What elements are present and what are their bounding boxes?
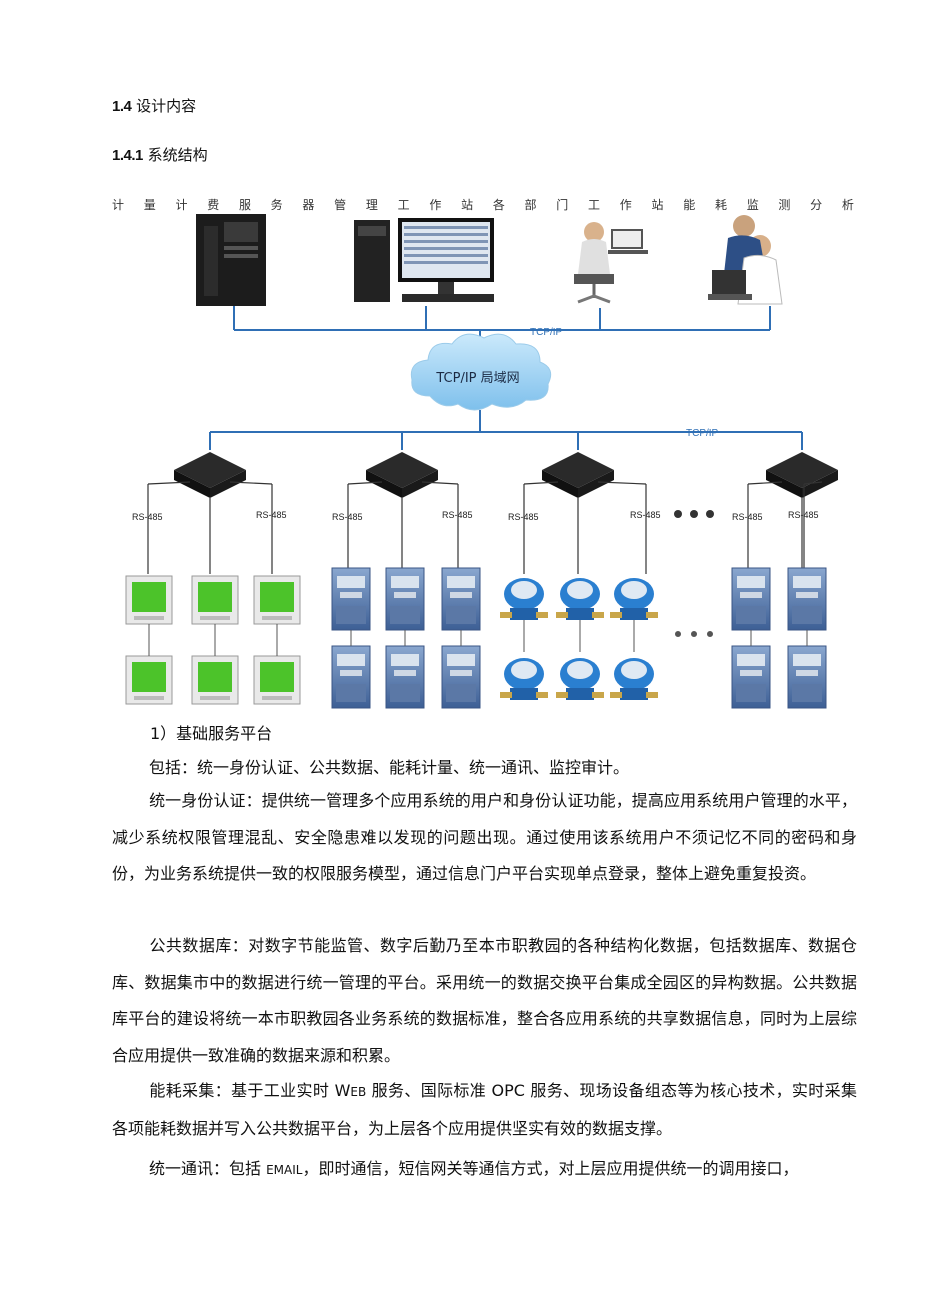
more-dots-bottom	[675, 631, 713, 637]
top-label-char: 能	[683, 198, 696, 212]
server-icon	[196, 214, 266, 306]
tcpip-bottom-bus	[209, 410, 803, 450]
rs485-wires	[147, 481, 273, 574]
rs485-label: RS-485	[442, 510, 473, 520]
water-meter	[500, 658, 548, 700]
electric-meter	[441, 567, 481, 631]
gateway-device	[766, 452, 838, 498]
lcd-power-meter	[191, 655, 239, 705]
lcd-power-meter	[253, 575, 301, 625]
top-label-char: 管	[334, 198, 347, 212]
top-label-char: 作	[429, 198, 442, 212]
electric-meter	[385, 567, 425, 631]
top-label-char: 计	[112, 198, 125, 212]
top-label-char: 分	[810, 198, 823, 212]
top-label-char: 耗	[714, 198, 727, 212]
section-heading: 1.4 设计内容	[112, 95, 196, 116]
top-label-char: 器	[302, 198, 315, 212]
water-meter	[610, 578, 658, 620]
tcpip-top-label: TCP/IP	[530, 327, 563, 338]
meter-links	[148, 620, 808, 656]
water-meter	[556, 578, 604, 620]
lan-cloud: TCP/IP 局域网	[410, 333, 552, 411]
water-meter	[556, 658, 604, 700]
top-label-char: 费	[207, 198, 220, 212]
electric-meter	[385, 645, 425, 709]
top-label-char: 站	[461, 198, 474, 212]
more-dots-top	[674, 510, 714, 518]
electric-meter	[731, 645, 771, 709]
electric-meter	[331, 645, 371, 709]
top-label-char: 务	[270, 198, 283, 212]
lan-cloud-label: TCP/IP 局域网	[435, 371, 519, 386]
electric-meter	[441, 645, 481, 709]
water-meter	[610, 658, 658, 700]
paragraph-identity-auth: 统一身份认证：提供统一管理多个应用系统的用户和身份认证功能，提高应用系统用户管理…	[112, 791, 857, 883]
electric-meter	[731, 567, 771, 631]
rs485-label: RS-485	[630, 510, 661, 520]
lcd-power-meter	[191, 575, 239, 625]
paragraph-public-database: 公共数据库：对数字节能监管、数字后勤乃至本市职教园的各种结构化数据，包括数据库、…	[112, 936, 857, 1065]
electric-meter	[331, 567, 371, 631]
tcpip-bottom-label: TCP/IP	[686, 428, 719, 439]
subsection-title: 系统结构	[147, 146, 208, 164]
energy-analyst-icon	[708, 215, 783, 305]
top-label-char: 工	[397, 198, 410, 212]
electric-meter	[787, 567, 827, 631]
top-label-char: 计	[175, 198, 188, 212]
rs485-label: RS-485	[256, 510, 287, 520]
gateway-device	[174, 452, 246, 498]
top-label-char: 理	[365, 198, 378, 212]
department-worker-icon	[574, 222, 648, 304]
water-meter	[500, 578, 548, 620]
lcd-power-meter	[125, 655, 173, 705]
rs485-label: RS-485	[332, 512, 363, 522]
system-architecture-diagram: TCP/IP TCP/IP 局域网 TCP/IP RS-485 RS-485 RS-…	[125, 214, 838, 709]
paragraph-includes: 包括：统一身份认证、公共数据、能耗计量、统一通讯、监控审计。	[149, 758, 630, 777]
section-title: 设计内容	[136, 97, 197, 115]
rs485-wires	[747, 481, 823, 574]
top-label-char: 服	[238, 198, 251, 212]
top-label-char: 部	[524, 198, 537, 212]
subheading-basic-platform: 1）基础服务平台	[150, 724, 273, 743]
subsection-number: 1.4.1	[112, 147, 143, 164]
subsection-heading: 1.4.1 系统结构	[112, 144, 208, 165]
top-label-char: 析	[841, 198, 854, 212]
top-label-char: 量	[143, 198, 156, 212]
top-label-char: 监	[746, 198, 759, 212]
section-number: 1.4	[112, 98, 132, 115]
electric-meter	[787, 645, 827, 709]
top-label-char: 各	[492, 198, 505, 212]
top-label-char: 门	[556, 198, 569, 212]
lcd-power-meter	[253, 655, 301, 705]
top-label-char: 测	[778, 198, 791, 212]
paragraph-energy-collection: 能耗采集：基于工业实时 WEB 服务、国际标准 OPC 服务、现场设备组态等为核…	[112, 1081, 857, 1138]
paragraph-unified-communication: 统一通讯：包括 EMAIL，即时通信，短信网关等通信方式，对上层应用提供统一的调…	[149, 1159, 799, 1178]
rs485-label: RS-485	[508, 512, 539, 522]
rs485-wires	[523, 481, 647, 574]
rs485-label: RS-485	[788, 510, 819, 520]
gateway-device	[366, 452, 438, 498]
workstation-icon	[354, 218, 494, 302]
diagram-top-labels: 计量计费服务器管理工作站各部门工作站能耗监测分析	[112, 196, 854, 213]
top-label-char: 工	[588, 198, 601, 212]
top-label-char: 作	[619, 198, 632, 212]
rs485-wires	[347, 481, 459, 574]
gateway-device	[542, 452, 614, 498]
top-label-char: 站	[651, 198, 664, 212]
rs485-label: RS-485	[732, 512, 763, 522]
rs485-label: RS-485	[132, 512, 163, 522]
lcd-power-meter	[125, 575, 173, 625]
